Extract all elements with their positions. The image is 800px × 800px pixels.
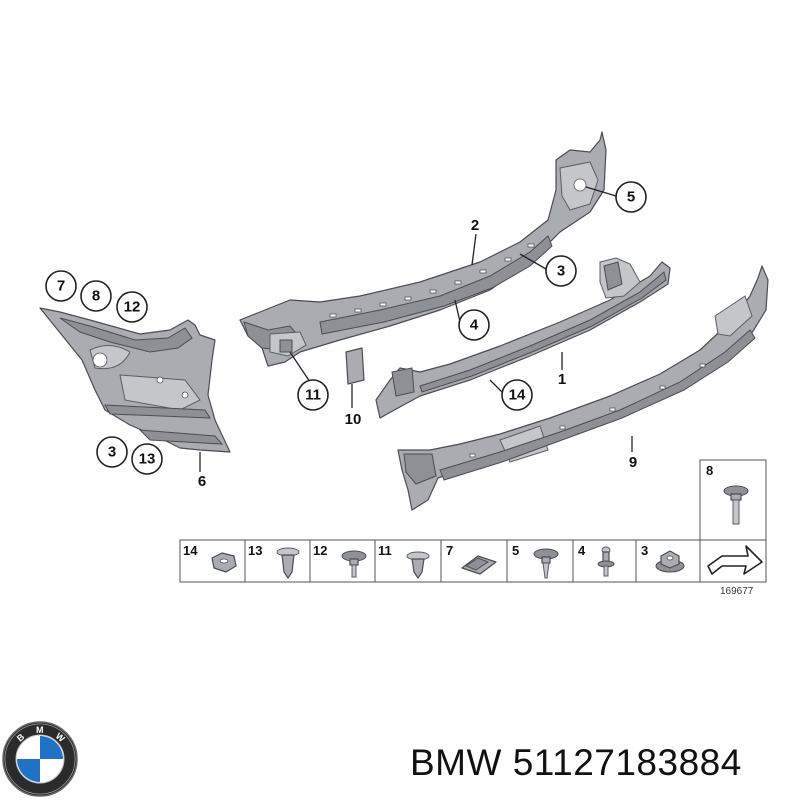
callout-10: 10 [345, 411, 362, 428]
svg-text:3: 3 [557, 263, 565, 280]
callout-3-lower: 3 [96, 436, 128, 468]
callout-2: 2 [471, 217, 479, 234]
callout-13: 13 [131, 443, 163, 475]
svg-text:11: 11 [305, 387, 321, 404]
expanding-rivet-icon [276, 547, 300, 579]
svg-text:13: 13 [248, 543, 262, 558]
part-number-caption: BMW 51127183884 [410, 742, 742, 783]
svg-text:7: 7 [446, 543, 453, 558]
flange-nut-icon [655, 550, 685, 573]
leader-lines [199, 186, 633, 472]
small-bolt-icon [597, 546, 615, 577]
fastener-legend: 8 14 13 12 11 7 5 4 3 [179, 459, 767, 597]
svg-text:2: 2 [471, 217, 479, 234]
callout-3-upper: 3 [545, 255, 577, 287]
part-9-bumper-support [397, 265, 769, 511]
rivet-icon [406, 551, 430, 579]
svg-text:14: 14 [183, 543, 198, 558]
arrow-symbol-icon [707, 545, 763, 575]
svg-text:12: 12 [124, 299, 141, 316]
svg-text:4: 4 [578, 543, 586, 558]
svg-text:14: 14 [509, 387, 526, 404]
part-1-crossmember [375, 257, 671, 419]
svg-text:3: 3 [108, 444, 116, 461]
svg-text:1: 1 [558, 371, 566, 388]
callout-11: 11 [297, 379, 329, 411]
svg-text:7: 7 [57, 278, 65, 295]
svg-text:9: 9 [629, 454, 637, 471]
callout-14: 14 [501, 379, 533, 411]
screw-icon [533, 548, 559, 579]
bolt-icon [723, 485, 749, 525]
callout-7: 7 [45, 270, 77, 302]
svg-text:3: 3 [641, 543, 648, 558]
flange-screw-icon [341, 550, 367, 578]
svg-text:8: 8 [92, 288, 100, 305]
svg-text:12: 12 [313, 543, 327, 558]
svg-text:5: 5 [512, 543, 519, 558]
svg-text:11: 11 [378, 543, 392, 558]
part-2-carrier [239, 131, 607, 367]
part-10-plate [345, 347, 365, 385]
callout-12: 12 [116, 291, 148, 323]
callout-8: 8 [80, 280, 112, 312]
bmw-logo-letter-b: B [15, 731, 27, 743]
svg-text:10: 10 [345, 411, 362, 428]
clip-nut-icon [461, 555, 497, 575]
bmw-logo: B M W [2, 721, 78, 797]
svg-text:6: 6 [198, 473, 206, 490]
svg-text:8: 8 [706, 463, 713, 478]
callout-9: 9 [629, 454, 637, 471]
callout-1: 1 [558, 371, 566, 388]
svg-text:169677: 169677 [720, 586, 754, 597]
callout-6: 6 [198, 473, 206, 490]
callout-4: 4 [458, 309, 490, 341]
hex-nut-icon [211, 552, 237, 573]
svg-text:13: 13 [139, 451, 156, 468]
svg-text:5: 5 [627, 189, 635, 206]
callout-5: 5 [615, 181, 647, 213]
svg-text:4: 4 [470, 317, 479, 334]
part-6-side-bracket [39, 307, 231, 453]
bmw-logo-letter-m: M [36, 725, 44, 735]
